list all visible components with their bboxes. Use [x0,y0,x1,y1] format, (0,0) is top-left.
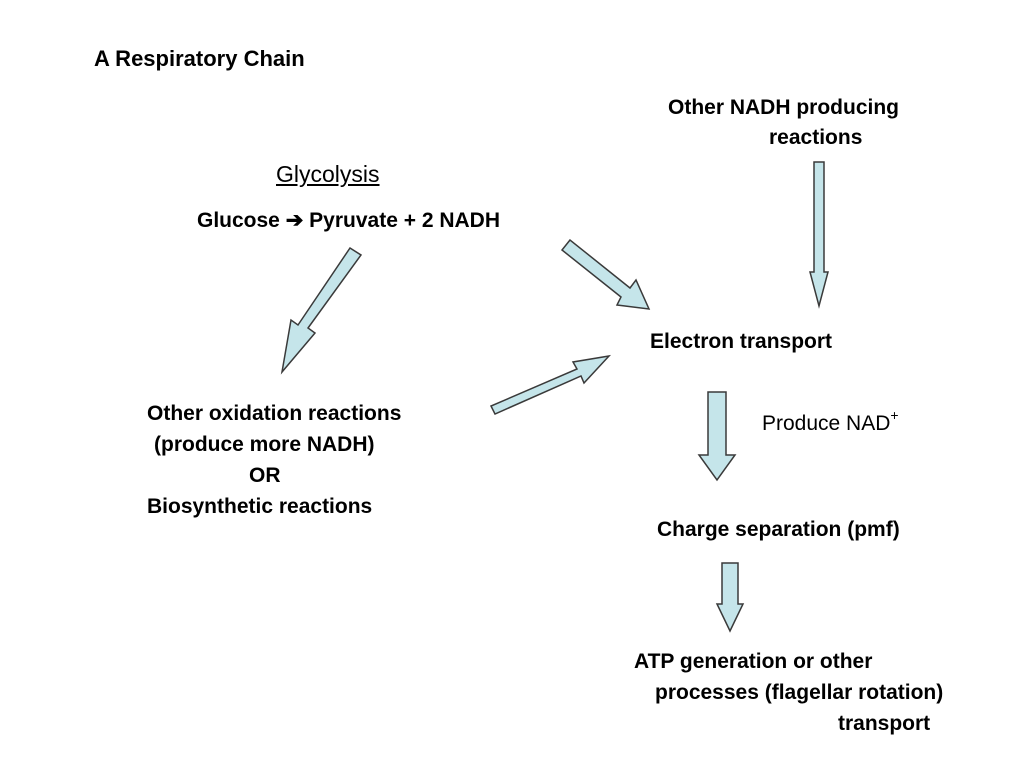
oxidation-line1: Other oxidation reactions [147,402,402,425]
page-title: A Respiratory Chain [94,46,305,71]
oxidation-line2: (produce more NADH) [154,433,375,456]
atp-line2: processes (flagellar rotation) [655,681,944,704]
other-nadh-line1: Other NADH producing [668,96,899,119]
electron-transport-label: Electron transport [650,330,833,353]
arrow-oxidation-to-electron-transport [489,354,612,415]
oxidation-line3: OR [249,464,281,487]
equation-arrow-icon: ➔ [285,209,304,232]
charge-separation-label: Charge separation (pmf) [657,518,900,541]
arrow-other-nadh-to-electron-transport [809,161,829,309]
produce-nad-label: Produce NAD+ [762,408,899,439]
equation-products: Pyruvate + 2 NADH [309,209,500,232]
arrow-electron-transport-to-charge-separation [697,391,737,482]
glycolysis-equation: Glucose ➔ Pyruvate + 2 NADH [197,205,500,236]
produce-nad-superscript: + [890,407,899,423]
atp-line1: ATP generation or other [634,650,873,673]
arrow-charge-separation-to-atp [715,562,745,633]
other-nadh-line2: reactions [769,126,863,149]
arrow-glycolysis-to-electron-transport [560,238,651,310]
equation-glucose: Glucose [197,209,280,232]
arrow-glycolysis-to-oxidation [280,246,363,375]
oxidation-line4: Biosynthetic reactions [147,495,373,518]
atp-line3: transport [838,712,931,735]
produce-nad-text: Produce NAD [762,412,891,435]
glycolysis-heading: Glycolysis [276,161,380,187]
